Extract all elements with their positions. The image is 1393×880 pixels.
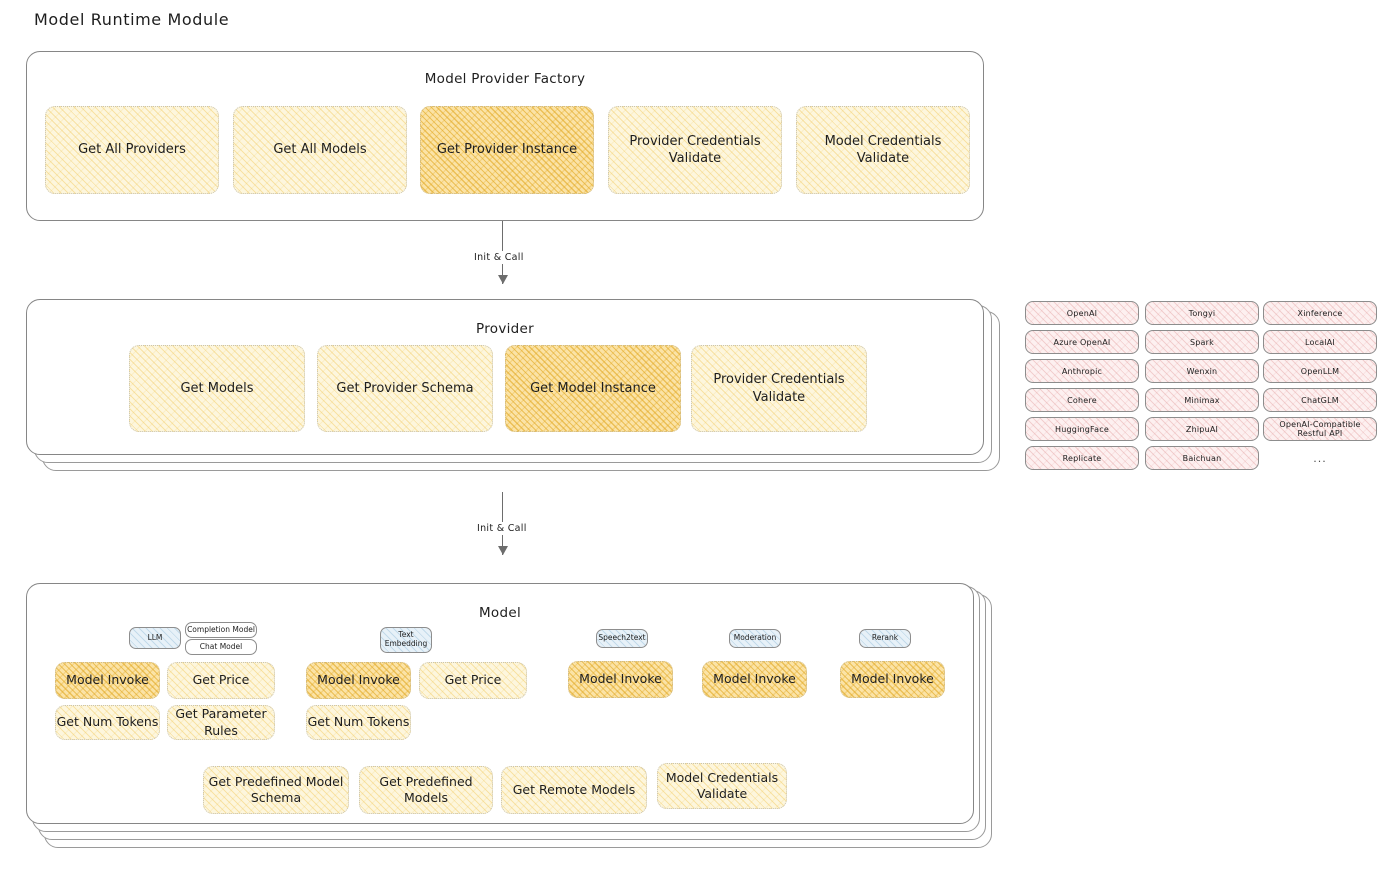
arrow-provider-to-model-head — [498, 546, 508, 555]
provider-chip-baichuan[interactable]: Baichuan — [1145, 446, 1259, 470]
model-common-method-model-credentials-validate[interactable]: Model Credentials Validate — [657, 763, 787, 809]
provider-chip-openai-compatible-restful-api[interactable]: OpenAI-Compatible Restful API — [1263, 417, 1377, 441]
model-type-chip-text-embedding[interactable]: Text Embedding — [380, 627, 432, 653]
model-rerank-method-model-invoke[interactable]: Model Invoke — [840, 661, 945, 698]
model-llm-method-get-price[interactable]: Get Price — [167, 662, 275, 699]
model-llm-method-get-parameter-rules[interactable]: Get Parameter Rules — [167, 705, 275, 740]
model-type-chip-moderation[interactable]: Moderation — [729, 629, 781, 648]
provider-chip-zhipuai[interactable]: ZhipuAI — [1145, 417, 1259, 441]
factory-method-provider-credentials-validate[interactable]: Provider Credentials Validate — [608, 106, 782, 194]
provider-method-get-provider-schema[interactable]: Get Provider Schema — [317, 345, 493, 432]
arrow-factory-to-provider-label: Init & Call — [470, 251, 528, 264]
model-type-chip-rerank[interactable]: Rerank — [859, 629, 911, 648]
model-container: Model — [26, 583, 974, 824]
model-type-chip-speech2text[interactable]: Speech2text — [596, 629, 648, 648]
provider-method-get-models[interactable]: Get Models — [129, 345, 305, 432]
factory-method-get-all-providers[interactable]: Get All Providers — [45, 106, 219, 194]
model-common-method-get-predefined-model-schema[interactable]: Get Predefined Model Schema — [203, 766, 349, 814]
provider-title: Provider — [476, 321, 534, 337]
model-common-method-get-predefined-models[interactable]: Get Predefined Models — [359, 766, 493, 814]
provider-chip-localai[interactable]: LocalAI — [1263, 330, 1377, 354]
page-title: Model Runtime Module — [34, 10, 230, 29]
model-embedding-method-get-price[interactable]: Get Price — [419, 662, 527, 699]
provider-chip-openllm[interactable]: OpenLLM — [1263, 359, 1377, 383]
provider-chip-huggingface[interactable]: HuggingFace — [1025, 417, 1139, 441]
model-llm-method-model-invoke[interactable]: Model Invoke — [55, 662, 160, 699]
factory-method-model-credentials-validate[interactable]: Model Credentials Validate — [796, 106, 970, 194]
model-embedding-method-get-num-tokens[interactable]: Get Num Tokens — [306, 705, 411, 740]
model-title: Model — [478, 605, 522, 621]
provider-chip-chatglm[interactable]: ChatGLM — [1263, 388, 1377, 412]
arrow-factory-to-provider-head — [498, 275, 508, 284]
model-type-chip-llm[interactable]: LLM — [129, 627, 181, 649]
model-variant-chip-completion-model[interactable]: Completion Model — [185, 622, 257, 638]
model-type-chip-text-embedding-label: Text Embedding — [384, 630, 428, 648]
model-variant-chip-chat-model[interactable]: Chat Model — [185, 639, 257, 655]
model-speech2text-method-model-invoke[interactable]: Model Invoke — [568, 661, 673, 698]
provider-chip-cohere[interactable]: Cohere — [1025, 388, 1139, 412]
provider-chip-replicate[interactable]: Replicate — [1025, 446, 1139, 470]
provider-list-more: ... — [1313, 451, 1327, 465]
provider-chip-minimax[interactable]: Minimax — [1145, 388, 1259, 412]
model-provider-factory-title: Model Provider Factory — [424, 71, 586, 87]
provider-chip-spark[interactable]: Spark — [1145, 330, 1259, 354]
provider-chip-tongyi[interactable]: Tongyi — [1145, 301, 1259, 325]
provider-chip-anthropic[interactable]: Anthropic — [1025, 359, 1139, 383]
model-embedding-method-model-invoke[interactable]: Model Invoke — [306, 662, 411, 699]
provider-chip-xinference[interactable]: Xinference — [1263, 301, 1377, 325]
provider-chip-wenxin[interactable]: Wenxin — [1145, 359, 1259, 383]
model-moderation-method-model-invoke[interactable]: Model Invoke — [702, 661, 807, 698]
provider-chip-azure-openai[interactable]: Azure OpenAI — [1025, 330, 1139, 354]
arrow-provider-to-model-label: Init & Call — [473, 522, 531, 535]
factory-method-get-all-models[interactable]: Get All Models — [233, 106, 407, 194]
provider-method-provider-credentials-validate[interactable]: Provider Credentials Validate — [691, 345, 867, 432]
model-common-method-get-remote-models[interactable]: Get Remote Models — [501, 766, 647, 814]
factory-method-get-provider-instance[interactable]: Get Provider Instance — [420, 106, 594, 194]
provider-chip-openai[interactable]: OpenAI — [1025, 301, 1139, 325]
model-llm-method-get-num-tokens[interactable]: Get Num Tokens — [55, 705, 160, 740]
provider-method-get-model-instance[interactable]: Get Model Instance — [505, 345, 681, 432]
